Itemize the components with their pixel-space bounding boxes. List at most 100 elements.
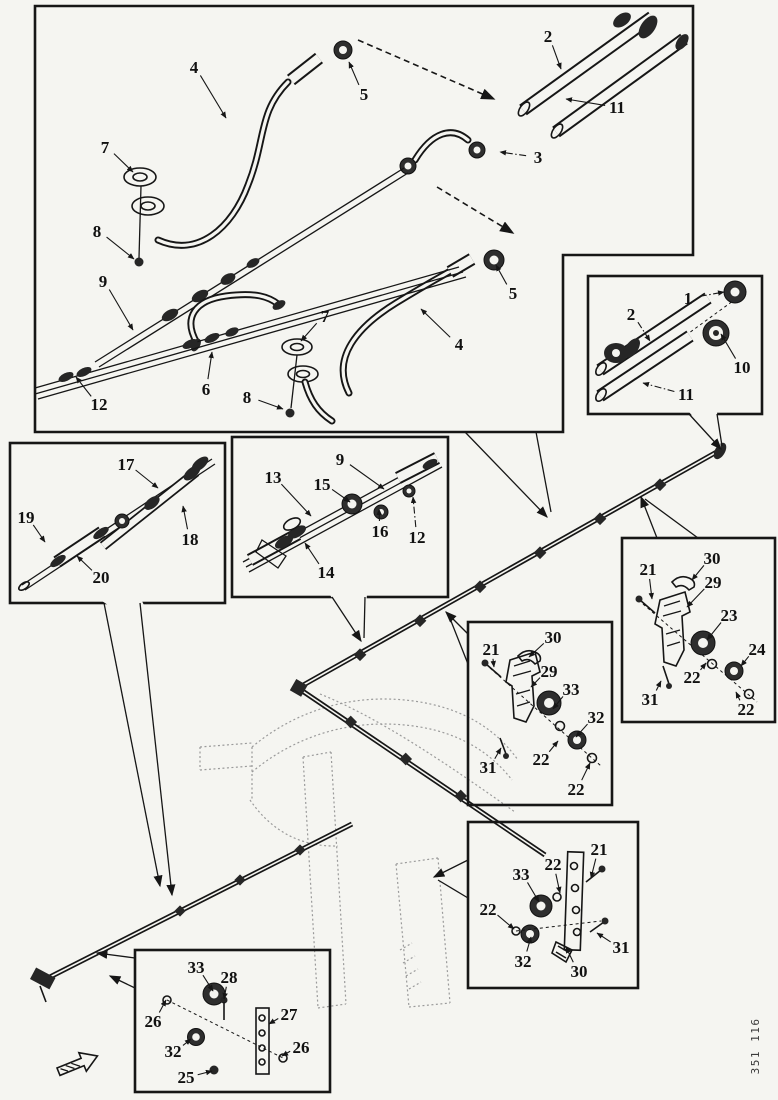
callout-number: 15 xyxy=(314,475,331,494)
callout-19: 19 xyxy=(18,508,46,543)
callout-10: 10 xyxy=(720,333,751,377)
callout-number: 32 xyxy=(588,708,605,727)
nut-1 xyxy=(723,280,747,304)
callout-number: 20 xyxy=(93,568,110,587)
washer-22e xyxy=(552,892,562,902)
callout-number: 4 xyxy=(455,335,464,354)
callout-number: 2 xyxy=(627,305,636,324)
callout-leader xyxy=(113,153,134,173)
document-number: 351 116 xyxy=(749,1018,762,1075)
fuel-pipe-run xyxy=(289,442,727,858)
callout-number: 7 xyxy=(321,307,330,326)
callout-number: 18 xyxy=(182,530,199,549)
clamp-24 xyxy=(724,661,744,681)
callout-number: 26 xyxy=(145,1012,162,1031)
washer-22c xyxy=(554,720,566,732)
washer-22b xyxy=(743,688,755,700)
callout-leader xyxy=(32,524,46,543)
callout-11: 11 xyxy=(565,97,625,117)
callout-22: 22 xyxy=(545,855,562,894)
bolt-21b xyxy=(481,659,502,678)
callout-leader xyxy=(75,376,92,397)
callout-21: 21 xyxy=(640,560,657,600)
callout-leader xyxy=(494,747,502,760)
callout-leader xyxy=(202,974,214,992)
callout-leader xyxy=(596,932,611,943)
bolt-31c xyxy=(589,917,609,933)
pipe-bundle xyxy=(34,266,467,400)
callout-leader xyxy=(565,97,606,106)
callout-number: 33 xyxy=(563,680,580,699)
callout-leader xyxy=(182,1038,192,1046)
callout-leader xyxy=(581,762,591,781)
direction-arrow-icon xyxy=(55,1051,99,1077)
callout-leader xyxy=(410,496,417,528)
nut-25 xyxy=(209,1065,219,1075)
callout-number: 22 xyxy=(545,855,562,874)
lower-fuel-pipe xyxy=(30,821,354,1003)
clamp-32b xyxy=(520,924,540,944)
callout-31: 31 xyxy=(596,932,630,957)
callout-leader xyxy=(565,946,574,963)
callout-leader xyxy=(197,1069,213,1076)
callout-number: 31 xyxy=(642,690,659,709)
callout-number: 26 xyxy=(293,1038,310,1057)
callout-number: 22 xyxy=(568,780,585,799)
callout-number: 8 xyxy=(93,222,102,241)
callout-leader xyxy=(207,351,214,380)
callout-leader xyxy=(222,986,228,1000)
callout-24: 24 xyxy=(740,640,766,667)
washer-22d xyxy=(586,752,598,764)
callout-31: 31 xyxy=(480,747,502,777)
callout-leader xyxy=(527,882,540,903)
callout-leader xyxy=(530,677,541,688)
callout-30: 30 xyxy=(565,946,588,981)
flange-7a xyxy=(123,167,165,267)
callout-number: 5 xyxy=(509,284,518,303)
callout-7: 7 xyxy=(300,307,330,342)
callout-number: 31 xyxy=(480,758,497,777)
callout-21: 21 xyxy=(589,840,608,879)
callout-26: 26 xyxy=(281,1038,310,1057)
strap-plate xyxy=(563,850,585,952)
clip-30b xyxy=(516,649,542,666)
callout-number: 30 xyxy=(571,962,588,981)
callout-leader xyxy=(304,542,320,565)
callout-leader xyxy=(552,696,564,710)
callout-leader xyxy=(497,914,515,930)
callout-number: 27 xyxy=(281,1005,299,1024)
callout-29: 29 xyxy=(686,573,722,608)
assembly-path-dashed-1 xyxy=(357,39,496,100)
callout-leader xyxy=(637,321,651,342)
hose-4a xyxy=(154,40,353,249)
callout-leader xyxy=(735,691,742,701)
inset-box-bracket-clamp-right xyxy=(620,495,777,724)
bolt-21 xyxy=(635,595,656,614)
callout-leader xyxy=(158,999,167,1013)
callout-33: 33 xyxy=(552,680,580,710)
callout-32: 32 xyxy=(165,1038,192,1061)
inset-box-tube-clamps xyxy=(8,441,227,897)
callout-8: 8 xyxy=(93,222,135,260)
callout-number: 29 xyxy=(541,662,558,681)
callout-leader xyxy=(720,333,737,359)
callout-number: 11 xyxy=(609,98,625,117)
callout-number: 2 xyxy=(544,27,553,46)
callout-leader xyxy=(740,655,750,667)
callout-33: 33 xyxy=(188,958,214,992)
callout-leader xyxy=(181,505,189,530)
callout-15: 15 xyxy=(314,475,351,503)
callout-leader xyxy=(280,483,312,517)
callout-leader xyxy=(420,308,451,338)
callout-5: 5 xyxy=(495,264,518,303)
callout-7: 7 xyxy=(101,138,134,173)
callout-leader xyxy=(642,381,675,393)
callout-number: 4 xyxy=(190,58,199,77)
callout-17: 17 xyxy=(118,455,159,489)
callout-number: 8 xyxy=(243,388,252,407)
callout-18: 18 xyxy=(181,505,199,549)
callout-21: 21 xyxy=(483,640,500,668)
callout-number: 28 xyxy=(221,968,238,987)
